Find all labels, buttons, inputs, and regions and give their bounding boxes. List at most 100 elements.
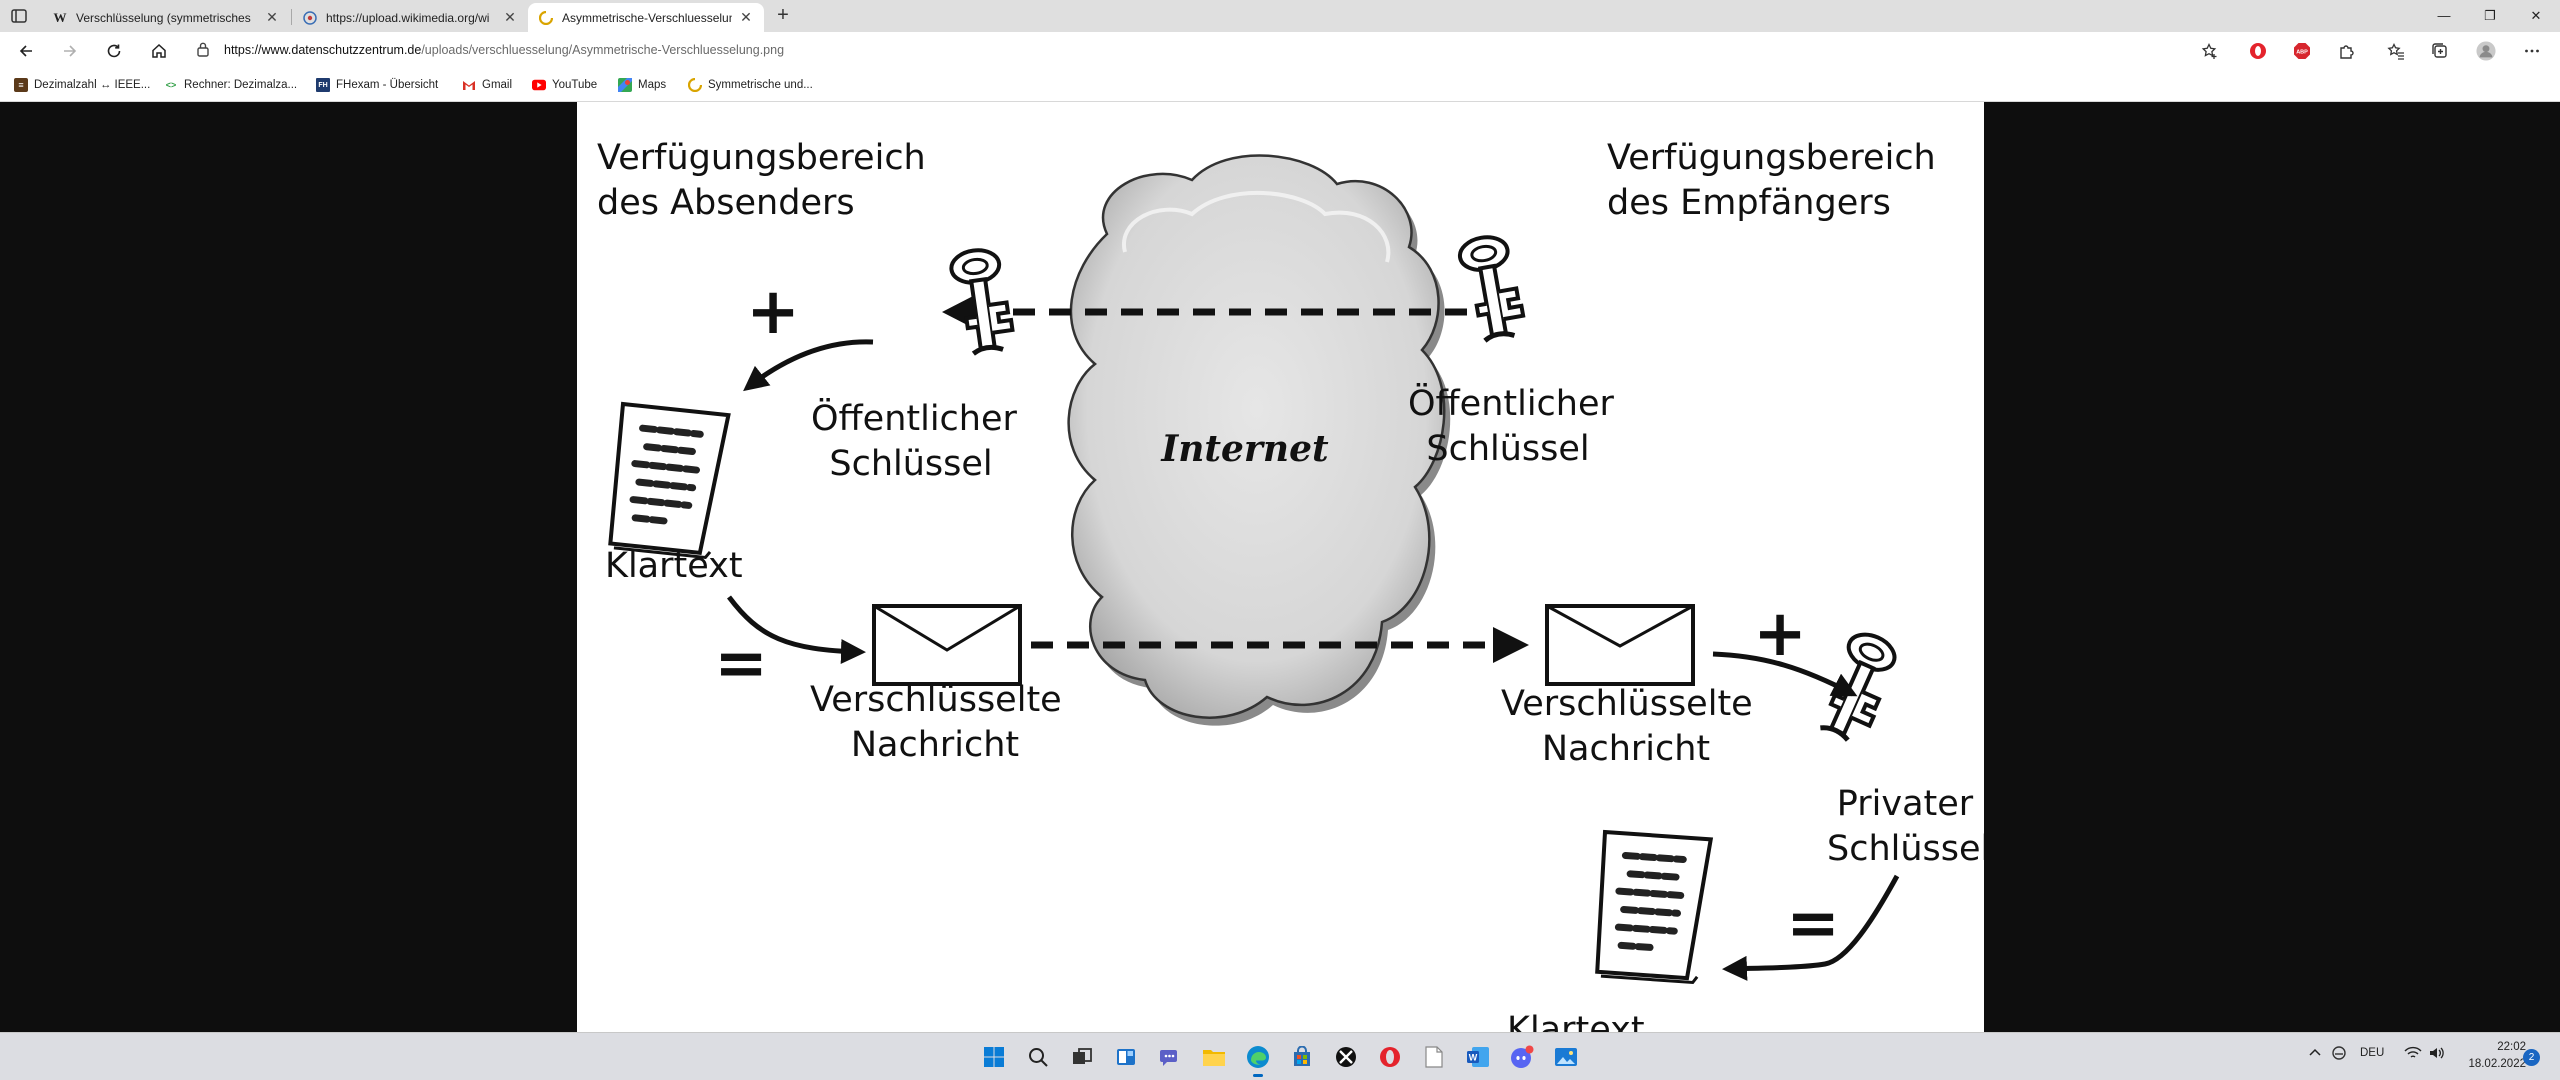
minimize-button[interactable]: — <box>2437 8 2451 23</box>
new-tab-button[interactable]: + <box>777 4 789 26</box>
tab-actions-icon[interactable] <box>10 7 28 25</box>
bookmark-youtube[interactable]: YouTube <box>532 76 597 94</box>
bookmarks-bar: ≡ Dezimalzahl ↔ IEEE... <> Rechner: Dezi… <box>0 68 2560 102</box>
reload-button[interactable] <box>102 39 126 63</box>
receiver-heading: Verfügungsbereich des Empfängers <box>1607 136 1936 226</box>
clock-date: 18.02.2022 <box>2468 1058 2526 1070</box>
public-key-sender-label: Öffentlicher Schlüssel <box>811 397 1017 487</box>
close-window-button[interactable]: ✕ <box>2530 8 2542 23</box>
encrypted-message-sender-label: Verschlüsselte Nachricht <box>810 678 1062 768</box>
wifi-icon[interactable] <box>2404 1045 2422 1064</box>
taskbar: W DEU 22:02 18.02.2022 2 <box>0 1032 2560 1080</box>
bookmark-maps[interactable]: Maps <box>618 76 666 94</box>
tab-asymmetrische-verschluesselung[interactable]: Asymmetrische-Verschluesselung ✕ <box>528 3 764 32</box>
more-menu-icon[interactable] <box>2522 41 2542 61</box>
collections-icon[interactable] <box>2430 41 2450 61</box>
notepad-icon[interactable] <box>1418 1041 1450 1073</box>
private-key-to-plaintext-arrow <box>1722 874 1900 981</box>
sender-heading: Verfügungsbereich des Absenders <box>597 136 926 226</box>
svg-text:W: W <box>1469 1053 1478 1063</box>
tab-strip: W Verschlüsselung (symmetrisches ✕ https… <box>0 0 2560 32</box>
image-viewer: Verfügungsbereich des Absenders Verfügun… <box>0 102 2560 1032</box>
forward-button[interactable] <box>58 39 82 63</box>
file-explorer-icon[interactable] <box>1198 1041 1230 1073</box>
teams-chat-icon[interactable] <box>1154 1041 1186 1073</box>
bookmark-label: Symmetrische und... <box>708 79 813 91</box>
url-path: /uploads/verschluesselung/Asymmetrische-… <box>421 43 785 57</box>
adblock-icon[interactable]: ABP <box>2292 41 2312 61</box>
xbox-icon[interactable] <box>1330 1041 1362 1073</box>
plaintext-sender-label: Klartext <box>605 546 743 586</box>
bookmark-dezimalzahl[interactable]: ≡ Dezimalzahl ↔ IEEE... <box>14 76 150 94</box>
bookmark-label: YouTube <box>552 79 598 91</box>
lock-icon[interactable] <box>196 41 214 60</box>
asymmetric-encryption-diagram[interactable]: Verfügungsbereich des Absenders Verfügun… <box>577 102 1984 1032</box>
private-key-label-line1: Privater <box>1836 784 1974 824</box>
close-icon[interactable]: ✕ <box>266 9 278 25</box>
tab-label: Asymmetrische-Verschluesselung <box>562 10 732 25</box>
public-key-sender-label-line2: Schlüssel <box>829 444 993 484</box>
internet-cloud <box>1067 154 1451 726</box>
windows-start-icon[interactable] <box>978 1041 1010 1073</box>
sender-heading-line1: Verfügungsbereich <box>597 138 926 178</box>
add-favorite-icon[interactable] <box>2200 41 2220 61</box>
tab-label: Verschlüsselung (symmetrisches <box>76 10 251 25</box>
bookmark-symmetrische[interactable]: Symmetrische und... <box>688 76 813 94</box>
widgets-icon[interactable] <box>1110 1041 1142 1073</box>
sender-heading-line2: des Absenders <box>597 183 855 223</box>
public-key-receiver-label-line1: Öffentlicher <box>1408 384 1614 424</box>
public-key-sender-label-line1: Öffentlicher <box>811 399 1017 439</box>
diagram-graphics <box>608 154 1900 985</box>
tab-verschluesselung[interactable]: W Verschlüsselung (symmetrisches ✕ <box>42 3 290 32</box>
fh-icon: FH <box>316 78 330 92</box>
notification-badge[interactable]: 2 <box>2523 1049 2540 1066</box>
bookmark-label: FHexam - Übersicht <box>336 79 439 91</box>
close-icon[interactable]: ✕ <box>740 9 752 25</box>
gmail-icon <box>462 78 476 92</box>
opera-icon[interactable] <box>1374 1041 1406 1073</box>
bookmark-gmail[interactable]: Gmail <box>462 76 512 94</box>
message-transfer-arrowhead <box>1493 627 1529 663</box>
favorites-icon[interactable] <box>2386 41 2406 61</box>
language-indicator[interactable]: DEU <box>2360 1047 2385 1059</box>
private-key-label: Privater Schlüssel <box>1827 782 1984 872</box>
restore-button[interactable]: ❐ <box>2484 8 2496 23</box>
encrypted-message-receiver-label-line1: Verschlüsselte <box>1501 684 1753 724</box>
edge-icon[interactable] <box>1242 1041 1274 1077</box>
profile-avatar[interactable] <box>2476 41 2496 61</box>
close-icon[interactable]: ✕ <box>504 9 516 25</box>
bookmark-fhexam[interactable]: FH FHexam - Übersicht <box>316 76 438 94</box>
back-button[interactable] <box>14 39 38 63</box>
search-icon[interactable] <box>1022 1041 1054 1073</box>
system-clock[interactable]: 22:02 18.02.2022 <box>2456 1039 2526 1073</box>
plus-sign-receiver: + <box>1753 597 1807 671</box>
receiver-heading-line1: Verfügungsbereich <box>1607 138 1936 178</box>
extensions-icon[interactable] <box>2336 41 2356 61</box>
link-icon: <> <box>165 80 177 90</box>
discord-icon[interactable] <box>1506 1041 1538 1073</box>
store-icon[interactable] <box>1286 1041 1318 1073</box>
equals-sign-receiver: = <box>1786 887 1840 961</box>
onedrive-icon[interactable] <box>2330 1045 2348 1064</box>
clock-time: 22:02 <box>2497 1041 2526 1053</box>
private-key-icon <box>1820 632 1897 742</box>
svg-text:ABP: ABP <box>2296 50 2308 56</box>
photos-icon[interactable] <box>1550 1041 1582 1073</box>
equals-sign-sender: = <box>714 627 768 701</box>
public-key-sender-icon <box>949 248 1015 356</box>
tab-wikimedia[interactable]: https://upload.wikimedia.org/wi ✕ <box>292 3 528 32</box>
opera-extension-icon[interactable] <box>2248 41 2268 61</box>
bookmark-rechner[interactable]: <> Rechner: Dezimalza... <box>164 76 297 94</box>
key-to-plaintext-arrow <box>743 339 874 392</box>
address-field[interactable]: https://www.datenschutzzentrum.de/upload… <box>196 37 2186 63</box>
encrypted-message-sender-label-line2: Nachricht <box>850 725 1020 765</box>
volume-icon[interactable] <box>2428 1045 2446 1064</box>
task-view-icon[interactable] <box>1066 1041 1098 1073</box>
bookmark-label: Rechner: Dezimalza... <box>184 79 298 91</box>
bookmark-label: Maps <box>638 79 667 91</box>
home-button[interactable] <box>147 39 171 63</box>
show-hidden-icons[interactable] <box>2308 1046 2322 1063</box>
word-icon[interactable]: W <box>1462 1041 1494 1073</box>
calculator-icon: ≡ <box>14 78 28 92</box>
encrypted-message-sender-label-line1: Verschlüsselte <box>810 680 1062 720</box>
